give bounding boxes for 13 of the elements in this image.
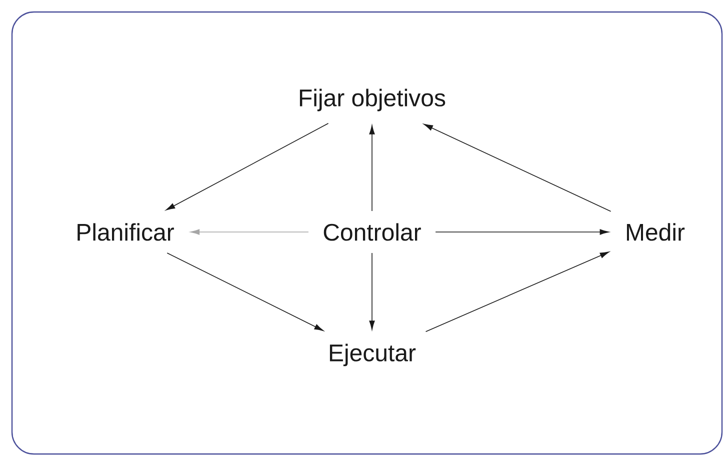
process-label: Fijar objetivos — [300, 88, 446, 112]
arrow — [166, 122, 329, 210]
arrow — [435, 229, 609, 235]
process-label: Ejecutar — [330, 344, 416, 366]
arrow — [424, 124, 612, 212]
arrow — [369, 125, 375, 212]
process-label: Controlar — [324, 223, 421, 241]
process-label: Planificar — [78, 223, 174, 241]
process-label: Medir — [626, 223, 685, 241]
arrow — [369, 252, 375, 330]
arrow — [190, 229, 309, 235]
arrow — [166, 252, 324, 331]
arrow — [425, 252, 610, 332]
